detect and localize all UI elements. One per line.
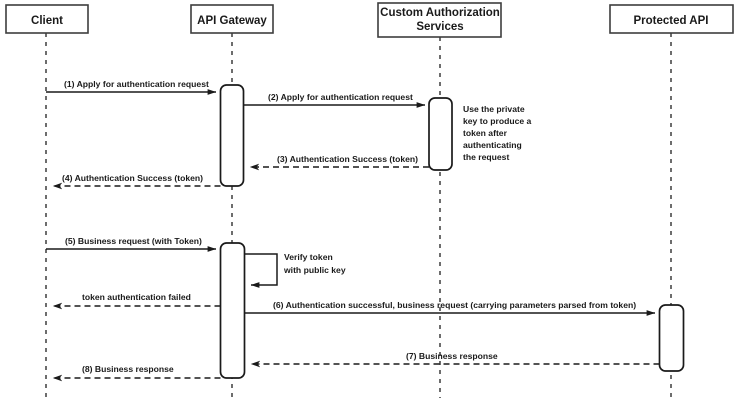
note-private-key-line-1: Use the private bbox=[463, 104, 525, 114]
activation-custom-auth[interactable] bbox=[428, 97, 453, 171]
message-token-auth-failed[interactable]: token authentication failed bbox=[52, 292, 221, 310]
participant-protected-api[interactable]: Protected API bbox=[609, 4, 734, 34]
participant-box-client[interactable] bbox=[5, 4, 89, 34]
note-private-key: Use the private key to produce a token a… bbox=[463, 104, 532, 162]
participant-box-api-gateway[interactable] bbox=[190, 4, 274, 34]
activation-protected-api[interactable] bbox=[658, 304, 685, 372]
self-message-verify-token-line-2: with public key bbox=[283, 265, 346, 275]
note-private-key-line-4: authenticating bbox=[463, 140, 522, 150]
message-token-auth-failed-label: token authentication failed bbox=[82, 292, 191, 302]
note-private-key-line-2: key to produce a bbox=[463, 116, 532, 126]
message-3-label: (3) Authentication Success (token) bbox=[277, 154, 418, 164]
message-8[interactable]: (8) Business response bbox=[52, 364, 221, 382]
message-7[interactable]: (7) Business response bbox=[250, 351, 660, 368]
activation-bars-group bbox=[219, 84, 685, 379]
message-3[interactable]: (3) Authentication Success (token) bbox=[249, 154, 429, 171]
participant-custom-auth[interactable]: Custom Authorization Services bbox=[377, 2, 502, 38]
message-2[interactable]: (2) Apply for authentication request bbox=[243, 92, 426, 108]
participant-box-protected-api[interactable] bbox=[609, 4, 734, 34]
self-message-verify-token[interactable]: Verify token with public key bbox=[244, 252, 346, 288]
participant-api-gateway[interactable]: API Gateway bbox=[190, 4, 274, 34]
message-1-label: (1) Apply for authentication request bbox=[64, 79, 209, 89]
message-6[interactable]: (6) Authentication successful, business … bbox=[244, 300, 656, 316]
note-private-key-line-3: token after bbox=[463, 128, 508, 138]
message-4-label: (4) Authentication Success (token) bbox=[62, 173, 203, 183]
message-7-label: (7) Business response bbox=[406, 351, 498, 361]
activation-api-gateway-auth[interactable] bbox=[219, 84, 245, 187]
participant-label-api-gateway: API Gateway bbox=[197, 15, 267, 27]
participant-label-custom-auth-line1: Custom Authorization bbox=[380, 7, 500, 19]
message-8-label: (8) Business response bbox=[82, 364, 174, 374]
message-1[interactable]: (1) Apply for authentication request bbox=[46, 79, 217, 95]
self-message-verify-token-line-1: Verify token bbox=[284, 252, 333, 262]
participant-label-protected-api: Protected API bbox=[634, 15, 709, 27]
message-5-label: (5) Business request (with Token) bbox=[65, 236, 202, 246]
participant-label-client: Client bbox=[31, 15, 63, 27]
participant-box-custom-auth[interactable] bbox=[377, 2, 502, 38]
participant-client[interactable]: Client bbox=[5, 4, 89, 34]
message-4[interactable]: (4) Authentication Success (token) bbox=[52, 173, 221, 190]
message-5[interactable]: (5) Business request (with Token) bbox=[46, 236, 217, 252]
participant-label-custom-auth-line2: Services bbox=[416, 21, 463, 33]
lifelines-group bbox=[45, 33, 672, 398]
activation-api-gateway-business[interactable] bbox=[219, 242, 246, 379]
message-6-label: (6) Authentication successful, business … bbox=[273, 300, 636, 310]
message-2-label: (2) Apply for authentication request bbox=[268, 92, 413, 102]
self-message-verify-token-arrow bbox=[244, 253, 278, 288]
note-private-key-line-5: the request bbox=[463, 152, 509, 162]
